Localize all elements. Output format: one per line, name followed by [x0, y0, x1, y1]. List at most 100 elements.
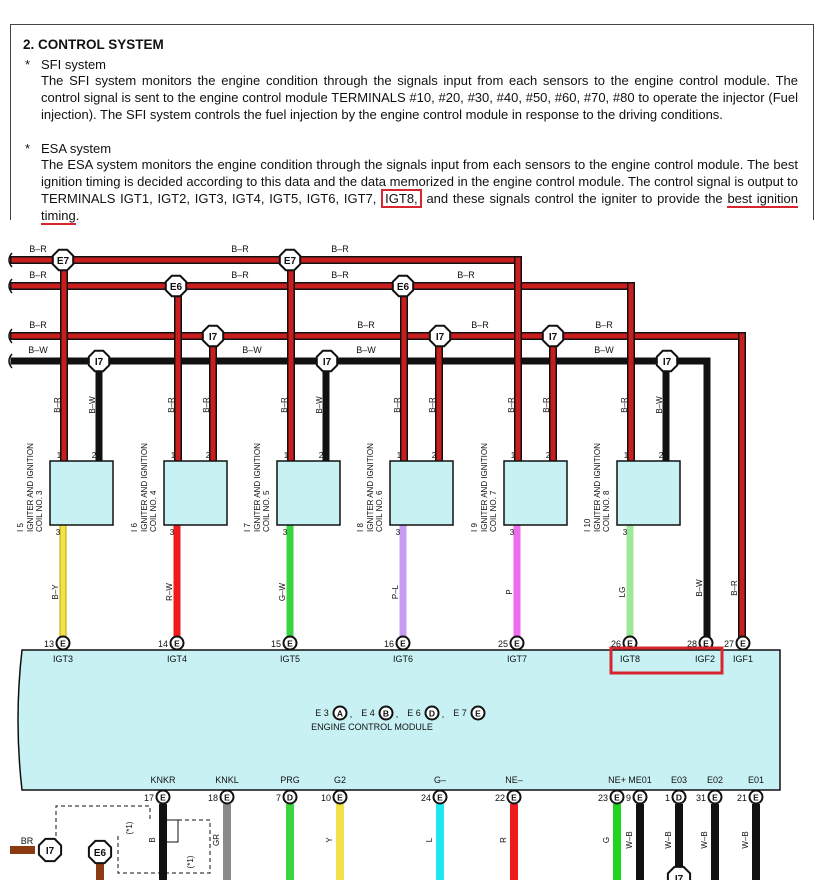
- coil-3-wire2-label: B–W: [88, 396, 97, 414]
- junction-e6-1-label: E6: [170, 282, 183, 293]
- ecm-bottom-pin-knkr-num: 17: [144, 793, 154, 803]
- coil-7-wire1-label: B–R: [507, 397, 516, 413]
- coil-5-designator: I 7: [243, 523, 252, 532]
- ecm-connector-4-letter: [470, 705, 486, 721]
- ecm-bottom-pin-prg-letter: D: [287, 793, 293, 803]
- ecm-bottom-pin-e01: [748, 789, 764, 805]
- ecm-pin-igt8-letter: E: [627, 639, 633, 649]
- bus-label-i7-2: B–R: [357, 320, 375, 330]
- ecm-connector-1-name: E 3: [315, 708, 329, 718]
- bus-label-bw-2: B–W: [242, 345, 262, 355]
- junction-e7-1-label: E7: [57, 256, 70, 267]
- coil-8-pin3-num: 3: [623, 528, 628, 537]
- junction-i7-br-3-label: I7: [549, 332, 558, 343]
- coil-3-pin1-num: 1: [57, 451, 62, 460]
- junction-e7-1: [51, 248, 75, 272]
- ecm-bottom-pin-e01-letter: E: [753, 793, 759, 803]
- junction-i7-bw-2-label: I7: [323, 357, 332, 368]
- coil-7-wire2-label: B–R: [542, 397, 551, 413]
- ecm-connector-2-name: E 4: [361, 708, 375, 718]
- coil-7-signal-label: P: [505, 589, 514, 594]
- ecm-bottom-pin-g2-num: 10: [321, 793, 331, 803]
- junction-i7-bottom-label: I7: [675, 874, 684, 880]
- ecm-bottom-pin-g2-letter: E: [337, 793, 343, 803]
- esa-body: The ESA system monitors the engine condi…: [41, 156, 798, 225]
- ecm-pin-igt5-name: IGT5: [280, 654, 300, 664]
- ecm-bottom-pin-prg-num: 7: [276, 793, 281, 803]
- ecm-pin-igt6-name: IGT6: [393, 654, 413, 664]
- junction-e6-bottom-left-label: E6: [94, 848, 107, 859]
- ecm-pin-igt3: [55, 635, 71, 651]
- ecm-bottom-pin-ne-name: NE+: [608, 775, 626, 785]
- coil-7-name-line1: IGNITER AND IGNITION: [480, 443, 489, 532]
- bus-label-bw-3: B–W: [356, 345, 376, 355]
- ecm-pin-igt7-name: IGT7: [507, 654, 527, 664]
- bus-label-e7-1: B–R: [29, 244, 47, 254]
- note-2-label: (*1): [186, 855, 195, 868]
- ecm-bottom-pin-e03-letter: D: [676, 793, 682, 803]
- ecm-pin-igt3-num: 13: [44, 639, 54, 649]
- coil-6-signal-label: P–L: [391, 584, 400, 599]
- coil-4-signal-label: R–W: [165, 583, 174, 601]
- ecm-bottom-pin-knkl-letter: E: [224, 793, 230, 803]
- ecm-bottom-pin-g2-name: G2: [334, 775, 346, 785]
- coil-5-signal-label: G–W: [278, 582, 287, 601]
- coil-4-wire2-label: B–R: [202, 397, 211, 413]
- coil-6-designator: I 8: [356, 523, 365, 532]
- best-ignition-timing-highlight: best ignition timing: [41, 191, 798, 225]
- ecm-pin-igf2-name: IGF2: [695, 654, 715, 664]
- description-panel: 2. CONTROL SYSTEM * SFI system The SFI s…: [10, 24, 814, 225]
- junction-i7-bw-1-label: I7: [95, 357, 104, 368]
- bus-label-bw-4: B–W: [594, 345, 614, 355]
- junction-i7-bottom-left-label: I7: [46, 846, 55, 857]
- note-1-label: (*1): [125, 821, 134, 834]
- bus-label-bw-1: B–W: [28, 345, 48, 355]
- coil-3-designator: I 5: [16, 523, 25, 532]
- coil-7-designator: I 9: [470, 523, 479, 532]
- ecm-bottom-pin-knkl-name: KNKL: [215, 775, 239, 785]
- ecm-bottom-wire-ne-label: R: [499, 837, 508, 843]
- ecm-bottom-pin-knkr-name: KNKR: [150, 775, 176, 785]
- coil-6-wire1-label: B–R: [393, 397, 402, 413]
- ecm-bottom-pin-me01-num: 9: [626, 793, 631, 803]
- ecm-pin-igf1: [735, 635, 751, 651]
- ecm-bottom-wire-e03-label: W–B: [664, 831, 673, 848]
- ecm-bottom-pin-g: [432, 789, 448, 805]
- ecm-bottom-pin-e01-name: E01: [748, 775, 764, 785]
- ecm-pin-igf1-name: IGF1: [733, 654, 753, 664]
- ecm-bottom-pin-prg: [282, 789, 298, 805]
- coil-6-pin3-num: 3: [396, 528, 401, 537]
- coil-4-name-line1: IGNITER AND IGNITION: [140, 443, 149, 532]
- ecm-bottom-pin-me01: [632, 789, 648, 805]
- ecm-pin-igf1-letter: E: [740, 639, 746, 649]
- ecm-pin-igt5-letter: E: [287, 639, 293, 649]
- ecm-connector-4-name: E 7: [453, 708, 467, 718]
- ecm-connector-3-letter-letter: D: [429, 709, 435, 719]
- ecm-connector-1-letter-letter: A: [337, 709, 343, 719]
- coil-6-body: [389, 460, 454, 526]
- junction-e6-bottom-left: [87, 839, 113, 865]
- coil-8-name-line2: COIL NO. 8: [602, 490, 611, 532]
- ecm-pin-igt6-num: 16: [384, 639, 394, 649]
- sfi-body: The SFI system monitors the engine condi…: [41, 73, 798, 122]
- ecm-pin-igt8-name: IGT8: [620, 654, 640, 664]
- junction-e6-2: [391, 274, 415, 298]
- ecm-bottom-pin-g-letter: E: [437, 793, 443, 803]
- ecm-pin-igt6-letter: E: [400, 639, 406, 649]
- bus-label-e6-4: B–R: [457, 270, 475, 280]
- coil-3-name-line1: IGNITER AND IGNITION: [26, 443, 35, 532]
- ecm-bottom-pin-g-num: 24: [421, 793, 431, 803]
- ecm-connector-3-name: E 6: [407, 708, 421, 718]
- bus-label-e7-3: B–R: [331, 244, 349, 254]
- junction-i7-bw-3: [655, 349, 679, 373]
- ecm-bottom-pin-ne-num: 22: [495, 793, 505, 803]
- section-heading: 2. CONTROL SYSTEM: [23, 37, 164, 52]
- coil-8-pin1-num: 1: [624, 451, 629, 460]
- coil-5-wire2-label: B–W: [315, 396, 324, 414]
- junction-i7-br-2-label: I7: [436, 332, 445, 343]
- igt8-highlight: IGT8,: [381, 189, 422, 208]
- ecm-bottom-wire-ne-label: G: [602, 837, 611, 843]
- ecm-bottom-pin-e02-name: E02: [707, 775, 723, 785]
- bus-label-e7-2: B–R: [231, 244, 249, 254]
- ecm-bottom-pin-e03: [671, 789, 687, 805]
